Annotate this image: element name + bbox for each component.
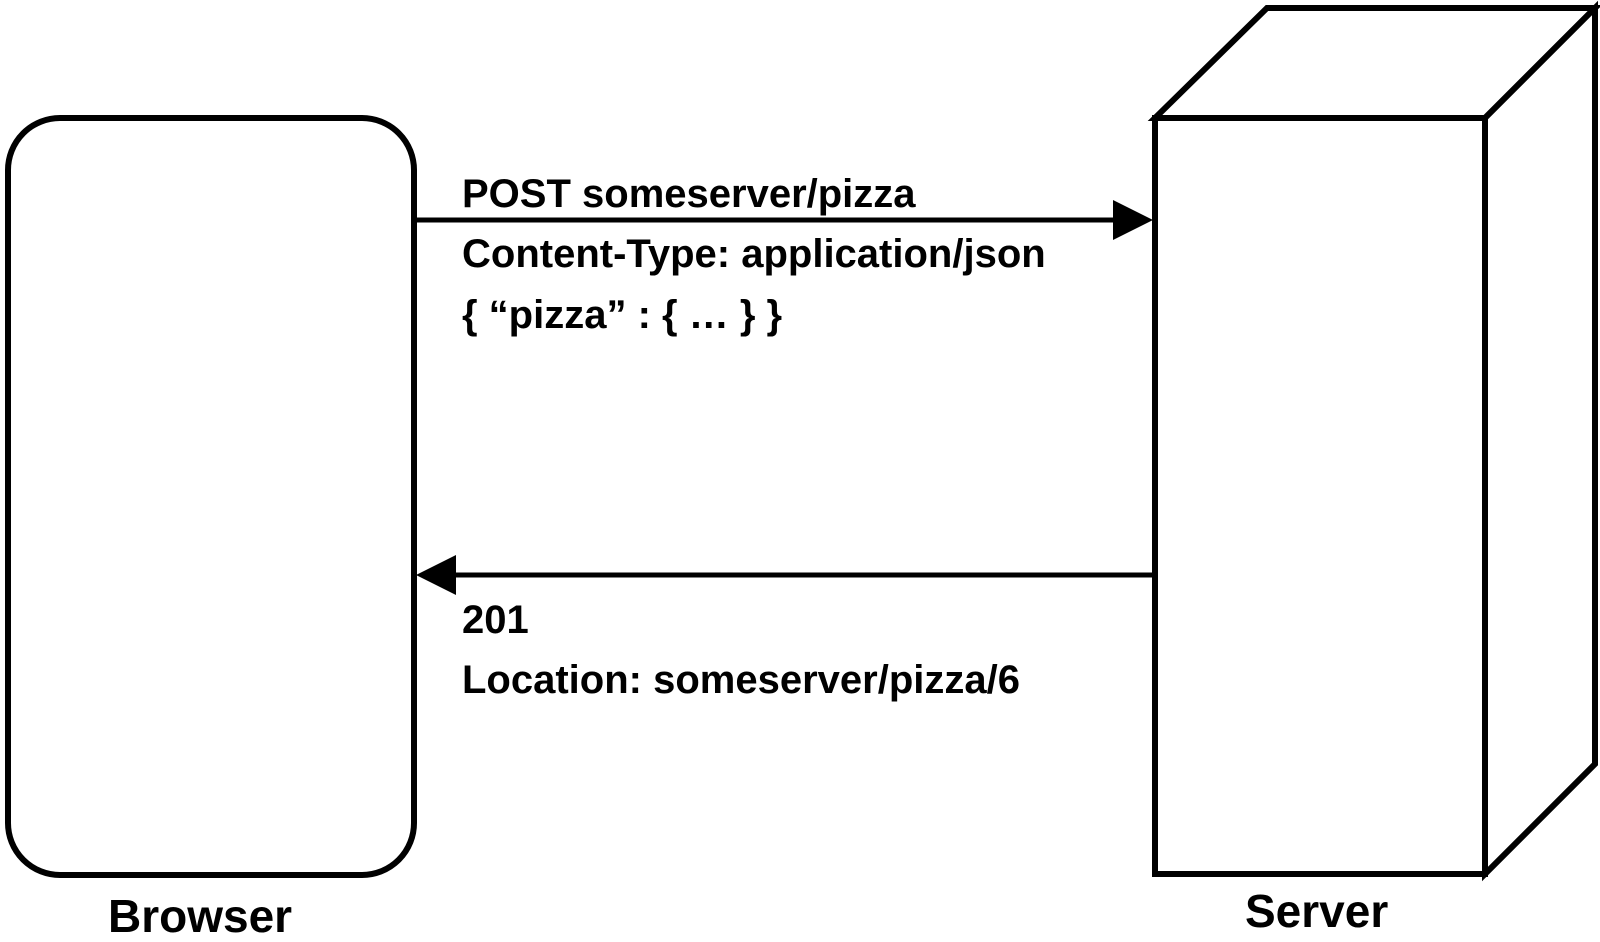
server-box (1147, 0, 1600, 882)
request-line-body: { “pizza” : { … } } (462, 293, 783, 337)
browser-label: Browser (108, 890, 293, 942)
server-label: Server (1245, 885, 1389, 937)
request-line-method: POST someserver/pizza (462, 172, 916, 216)
server-box-side-face (1482, 0, 1598, 882)
request-line-content-type: Content-Type: application/json (462, 232, 1046, 276)
browser-box (5, 115, 417, 878)
response-line-status: 201 (462, 598, 529, 642)
server-box-front-face (1152, 115, 1488, 877)
response-line-location: Location: someserver/pizza/6 (462, 658, 1020, 702)
